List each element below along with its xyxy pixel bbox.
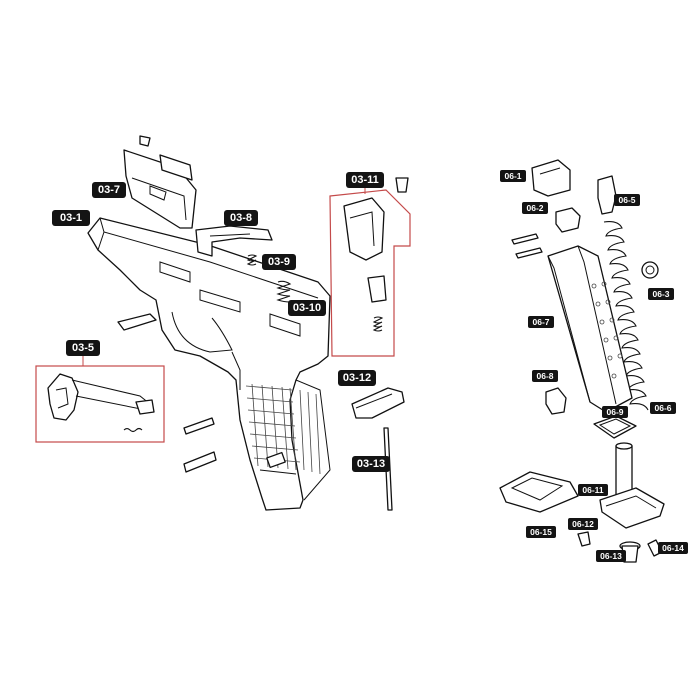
svg-text:06-12: 06-12 xyxy=(572,519,594,529)
group-frame-03-5 xyxy=(35,365,165,443)
label-06-13: 06-13 xyxy=(596,550,626,562)
svg-text:06-15: 06-15 xyxy=(530,527,552,537)
svg-text:03-10: 03-10 xyxy=(293,302,321,314)
svg-text:06-6: 06-6 xyxy=(654,403,671,413)
part-06-2-block xyxy=(555,207,581,233)
svg-text:03-7: 03-7 xyxy=(98,184,120,196)
part-06-1-valve-top xyxy=(531,159,571,197)
part-06-12-screw xyxy=(577,531,591,547)
label-06-8: 06-8 xyxy=(532,370,558,382)
label-06-7: 06-7 xyxy=(528,316,554,328)
label-03-10: 03-10 xyxy=(288,300,326,316)
part-06-11-base-valve xyxy=(599,442,665,529)
svg-text:03-12: 03-12 xyxy=(343,372,371,384)
svg-text:03-5: 03-5 xyxy=(72,342,94,354)
svg-text:06-5: 06-5 xyxy=(618,195,635,205)
label-03-11: 03-11 xyxy=(346,172,384,194)
part-06-8-piece xyxy=(545,387,567,415)
part-03-9-spring xyxy=(246,254,258,266)
svg-text:06-14: 06-14 xyxy=(662,543,684,553)
svg-text:06-13: 06-13 xyxy=(600,551,622,561)
svg-text:03-1: 03-1 xyxy=(60,212,82,224)
label-06-2: 06-2 xyxy=(522,202,548,214)
part-06-6-magazine-spring xyxy=(603,221,649,411)
label-06-9: 06-9 xyxy=(602,406,628,418)
part-03-5-trigger-assembly xyxy=(47,373,155,433)
part-small-screw-top xyxy=(395,177,409,193)
svg-text:06-9: 06-9 xyxy=(606,407,623,417)
part-03-7-slide-cover xyxy=(123,135,197,229)
svg-text:03-9: 03-9 xyxy=(268,256,290,268)
label-03-5: 03-5 xyxy=(66,340,100,366)
svg-text:06-7: 06-7 xyxy=(532,317,549,327)
label-03-1: 03-1 xyxy=(52,210,90,226)
group-frame-03-11 xyxy=(329,189,411,357)
part-03-8-lever xyxy=(195,225,273,257)
pistol-frame-03-1 xyxy=(87,217,331,511)
label-03-9: 03-9 xyxy=(262,254,296,270)
svg-text:06-8: 06-8 xyxy=(536,371,553,381)
part-06-7-magazine-body xyxy=(547,245,633,413)
label-06-6: 06-6 xyxy=(650,402,676,414)
part-pin-1 xyxy=(183,417,215,435)
label-06-11: 06-11 xyxy=(578,484,608,496)
svg-text:03-11: 03-11 xyxy=(351,174,379,186)
part-06-9-seal xyxy=(593,415,637,439)
label-03-13: 03-13 xyxy=(352,456,390,472)
svg-text:06-2: 06-2 xyxy=(526,203,543,213)
svg-text:06-11: 06-11 xyxy=(582,485,604,495)
part-03-10-spring xyxy=(276,280,292,303)
svg-text:03-8: 03-8 xyxy=(230,212,252,224)
label-06-12: 06-12 xyxy=(568,518,598,530)
svg-text:06-1: 06-1 xyxy=(504,171,521,181)
label-06-15: 06-15 xyxy=(526,526,556,538)
part-pin-2 xyxy=(183,451,217,473)
part-06-5-follower xyxy=(597,175,617,215)
label-06-3: 06-3 xyxy=(648,288,674,300)
label-06-14: 06-14 xyxy=(658,542,688,554)
svg-text:06-3: 06-3 xyxy=(652,289,669,299)
part-06-15-base-plate xyxy=(499,471,579,513)
part-pins-pair xyxy=(511,233,543,259)
label-03-8: 03-8 xyxy=(224,210,258,226)
part-06-3-nut xyxy=(641,261,659,279)
part-03-12-mag-catch xyxy=(351,387,405,419)
part-slide-stop xyxy=(117,313,157,331)
label-06-5: 06-5 xyxy=(614,194,640,206)
part-03-11-locking-block xyxy=(343,197,387,332)
svg-text:03-13: 03-13 xyxy=(357,458,385,470)
label-06-1: 06-1 xyxy=(500,170,526,182)
label-03-12: 03-12 xyxy=(338,370,376,386)
label-03-7: 03-7 xyxy=(92,182,126,198)
